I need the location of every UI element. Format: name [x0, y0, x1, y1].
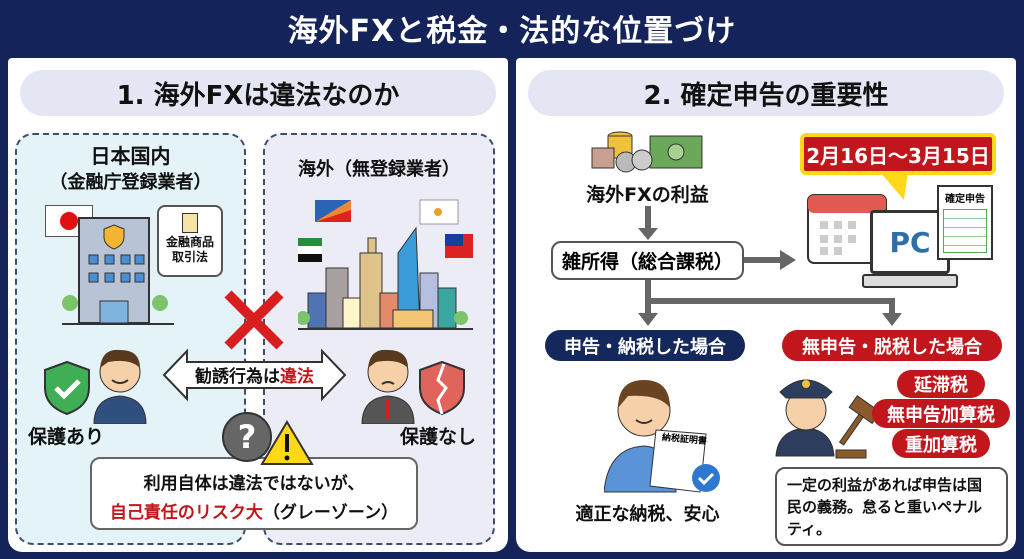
filed-result: 適正な納税、安心 — [575, 504, 720, 525]
penalty-late-tax: 延滞税 — [897, 370, 985, 398]
filing-period-badge: 2月16日～3月15日 — [800, 133, 996, 175]
filed-case-label: 申告・納税した場合 — [545, 330, 745, 361]
warning-icon — [260, 420, 314, 465]
money-icon — [591, 131, 703, 173]
form-title: 確定申告 — [945, 194, 985, 205]
protected-label: 保護あり — [28, 426, 105, 448]
unfiled-case-label: 無申告・脱税した場合 — [782, 330, 1002, 361]
law-name: 金融商品取引法 — [165, 235, 214, 264]
section-heading-tax: 2. 確定申告の重要性 — [528, 70, 1004, 116]
gray-zone-text: （グレーゾーン） — [262, 503, 399, 523]
domestic-title: 日本国内 — [90, 144, 171, 168]
overseas-city-flags-icon — [298, 199, 473, 330]
obligation-note: 一定の利益があれば申告は国民の義務。怠ると重いペナルティ。 — [775, 467, 1008, 546]
penalty-heavy-tax: 重加算税 — [892, 429, 990, 458]
note-line1: 利用自体は違法ではないが、 — [143, 474, 365, 494]
laptop-base — [862, 274, 958, 288]
section-heading-legality: 1. 海外FXは違法なのか — [20, 70, 496, 116]
smiling-businessman-icon — [93, 349, 147, 424]
domestic-subtitle: （金融庁登録業者） — [49, 172, 212, 193]
double-arrow-shape — [162, 348, 347, 402]
man-with-tax-certificate-icon — [604, 380, 720, 493]
laptop-pc-icon: PC — [870, 210, 950, 274]
overseas-fx-profit: 海外FXの利益 — [586, 184, 709, 206]
law-document-card: 金融商品取引法 — [157, 205, 223, 277]
illegal-emphasis: 違法 — [280, 367, 314, 387]
broken-shield-icon — [419, 360, 465, 416]
japan-flag-icon — [45, 205, 93, 237]
calendar-icon — [807, 194, 887, 264]
document-icon — [182, 213, 198, 233]
gray-zone-note: 利用自体は違法ではないが、 自己責任のリスク大（グレーゾーン） — [90, 457, 418, 530]
self-responsibility-emphasis: 自己責任のリスク大 — [109, 503, 263, 523]
penalty-nonfiling-tax: 無申告加算税 — [872, 399, 1010, 428]
solicitation-text: 勧誘行為は — [195, 367, 280, 387]
tax-return-form-icon: 確定申告 — [937, 185, 993, 260]
speech-tail — [880, 172, 908, 200]
office-building-icon — [62, 217, 174, 325]
worried-businessman-icon — [361, 349, 415, 424]
misc-income-box: 雑所得（総合課税） — [551, 241, 744, 280]
overseas-title: 海外（無登録業者） — [298, 159, 460, 180]
prohibited-x-icon — [224, 290, 284, 350]
protected-shield-icon — [44, 360, 90, 416]
flow-arrows — [638, 206, 902, 326]
page-title: 海外FXと税金・法的な位置づけ — [287, 14, 737, 49]
question-mark-icon: ? — [222, 412, 272, 462]
unprotected-label: 保護なし — [400, 426, 477, 448]
solicitation-illegal-label: 勧誘行為は違法 — [162, 362, 347, 387]
